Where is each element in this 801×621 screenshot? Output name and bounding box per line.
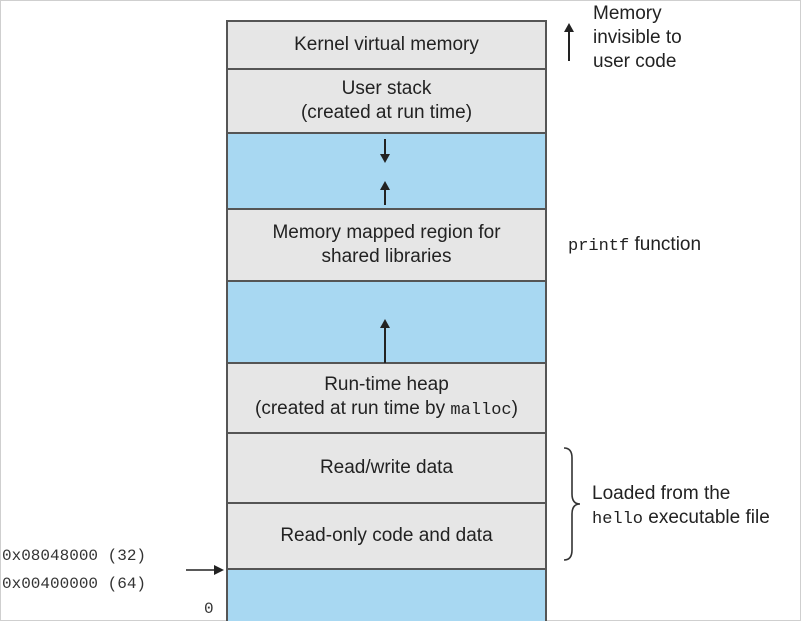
kernel-invisible-up-arrow-icon <box>564 23 574 61</box>
memory-mapped-region-segment: Memory mapped region for shared librarie… <box>226 208 547 282</box>
kernel-note-line3: user code <box>593 51 677 72</box>
mapped-label-line2: shared libraries <box>321 246 452 267</box>
user-stack-label: User stack <box>341 78 432 99</box>
kernel-virtual-memory-segment: Kernel virtual memory <box>226 20 547 70</box>
hello-code: hello <box>592 510 644 529</box>
read-write-data-segment: Read/write data <box>226 432 547 504</box>
kernel-note-line2: invisible to <box>593 27 682 48</box>
ro-code-label: Read-only code and data <box>280 525 493 546</box>
mapped-label-line1: Memory mapped region for <box>272 222 501 243</box>
kernel-note-line1: Memory <box>593 3 662 24</box>
address-zero: 0 <box>204 600 214 618</box>
loaded-from-executable-note: Loaded from the hello executable file <box>592 482 770 532</box>
loaded-note-line1: Loaded from the <box>592 483 731 504</box>
user-stack-segment: User stack (created at run time) <box>226 68 547 134</box>
printf-code: printf <box>568 237 630 256</box>
run-time-heap-segment: Run-time heap (created at run time by ma… <box>226 362 547 434</box>
bottom-unused-region <box>226 568 547 621</box>
heap-label: Run-time heap <box>324 374 449 395</box>
loaded-brace-icon <box>563 447 581 561</box>
malloc-code: malloc <box>450 401 512 420</box>
address-pointer-arrow-icon <box>186 565 224 575</box>
address-64bit: 0x00400000 (64) <box>2 575 147 593</box>
stack-grows-down-arrow-icon <box>380 139 390 163</box>
rw-data-label: Read/write data <box>319 457 454 478</box>
printf-text: function <box>629 234 702 255</box>
read-only-code-segment: Read-only code and data <box>226 502 547 570</box>
kernel-label: Kernel virtual memory <box>294 34 479 55</box>
address-32bit: 0x08048000 (32) <box>2 547 147 565</box>
heap-sublabel: (created at run time by malloc) <box>255 398 518 420</box>
mmap-grows-up-arrow-icon <box>380 181 390 205</box>
loaded-note-line2: hello executable file <box>592 507 770 529</box>
kernel-invisible-note: Memory invisible to user code <box>593 2 682 74</box>
printf-function-note: printf function <box>568 233 701 259</box>
user-stack-sublabel: (created at run time) <box>300 102 473 123</box>
heap-grows-up-arrow-icon <box>380 319 390 363</box>
